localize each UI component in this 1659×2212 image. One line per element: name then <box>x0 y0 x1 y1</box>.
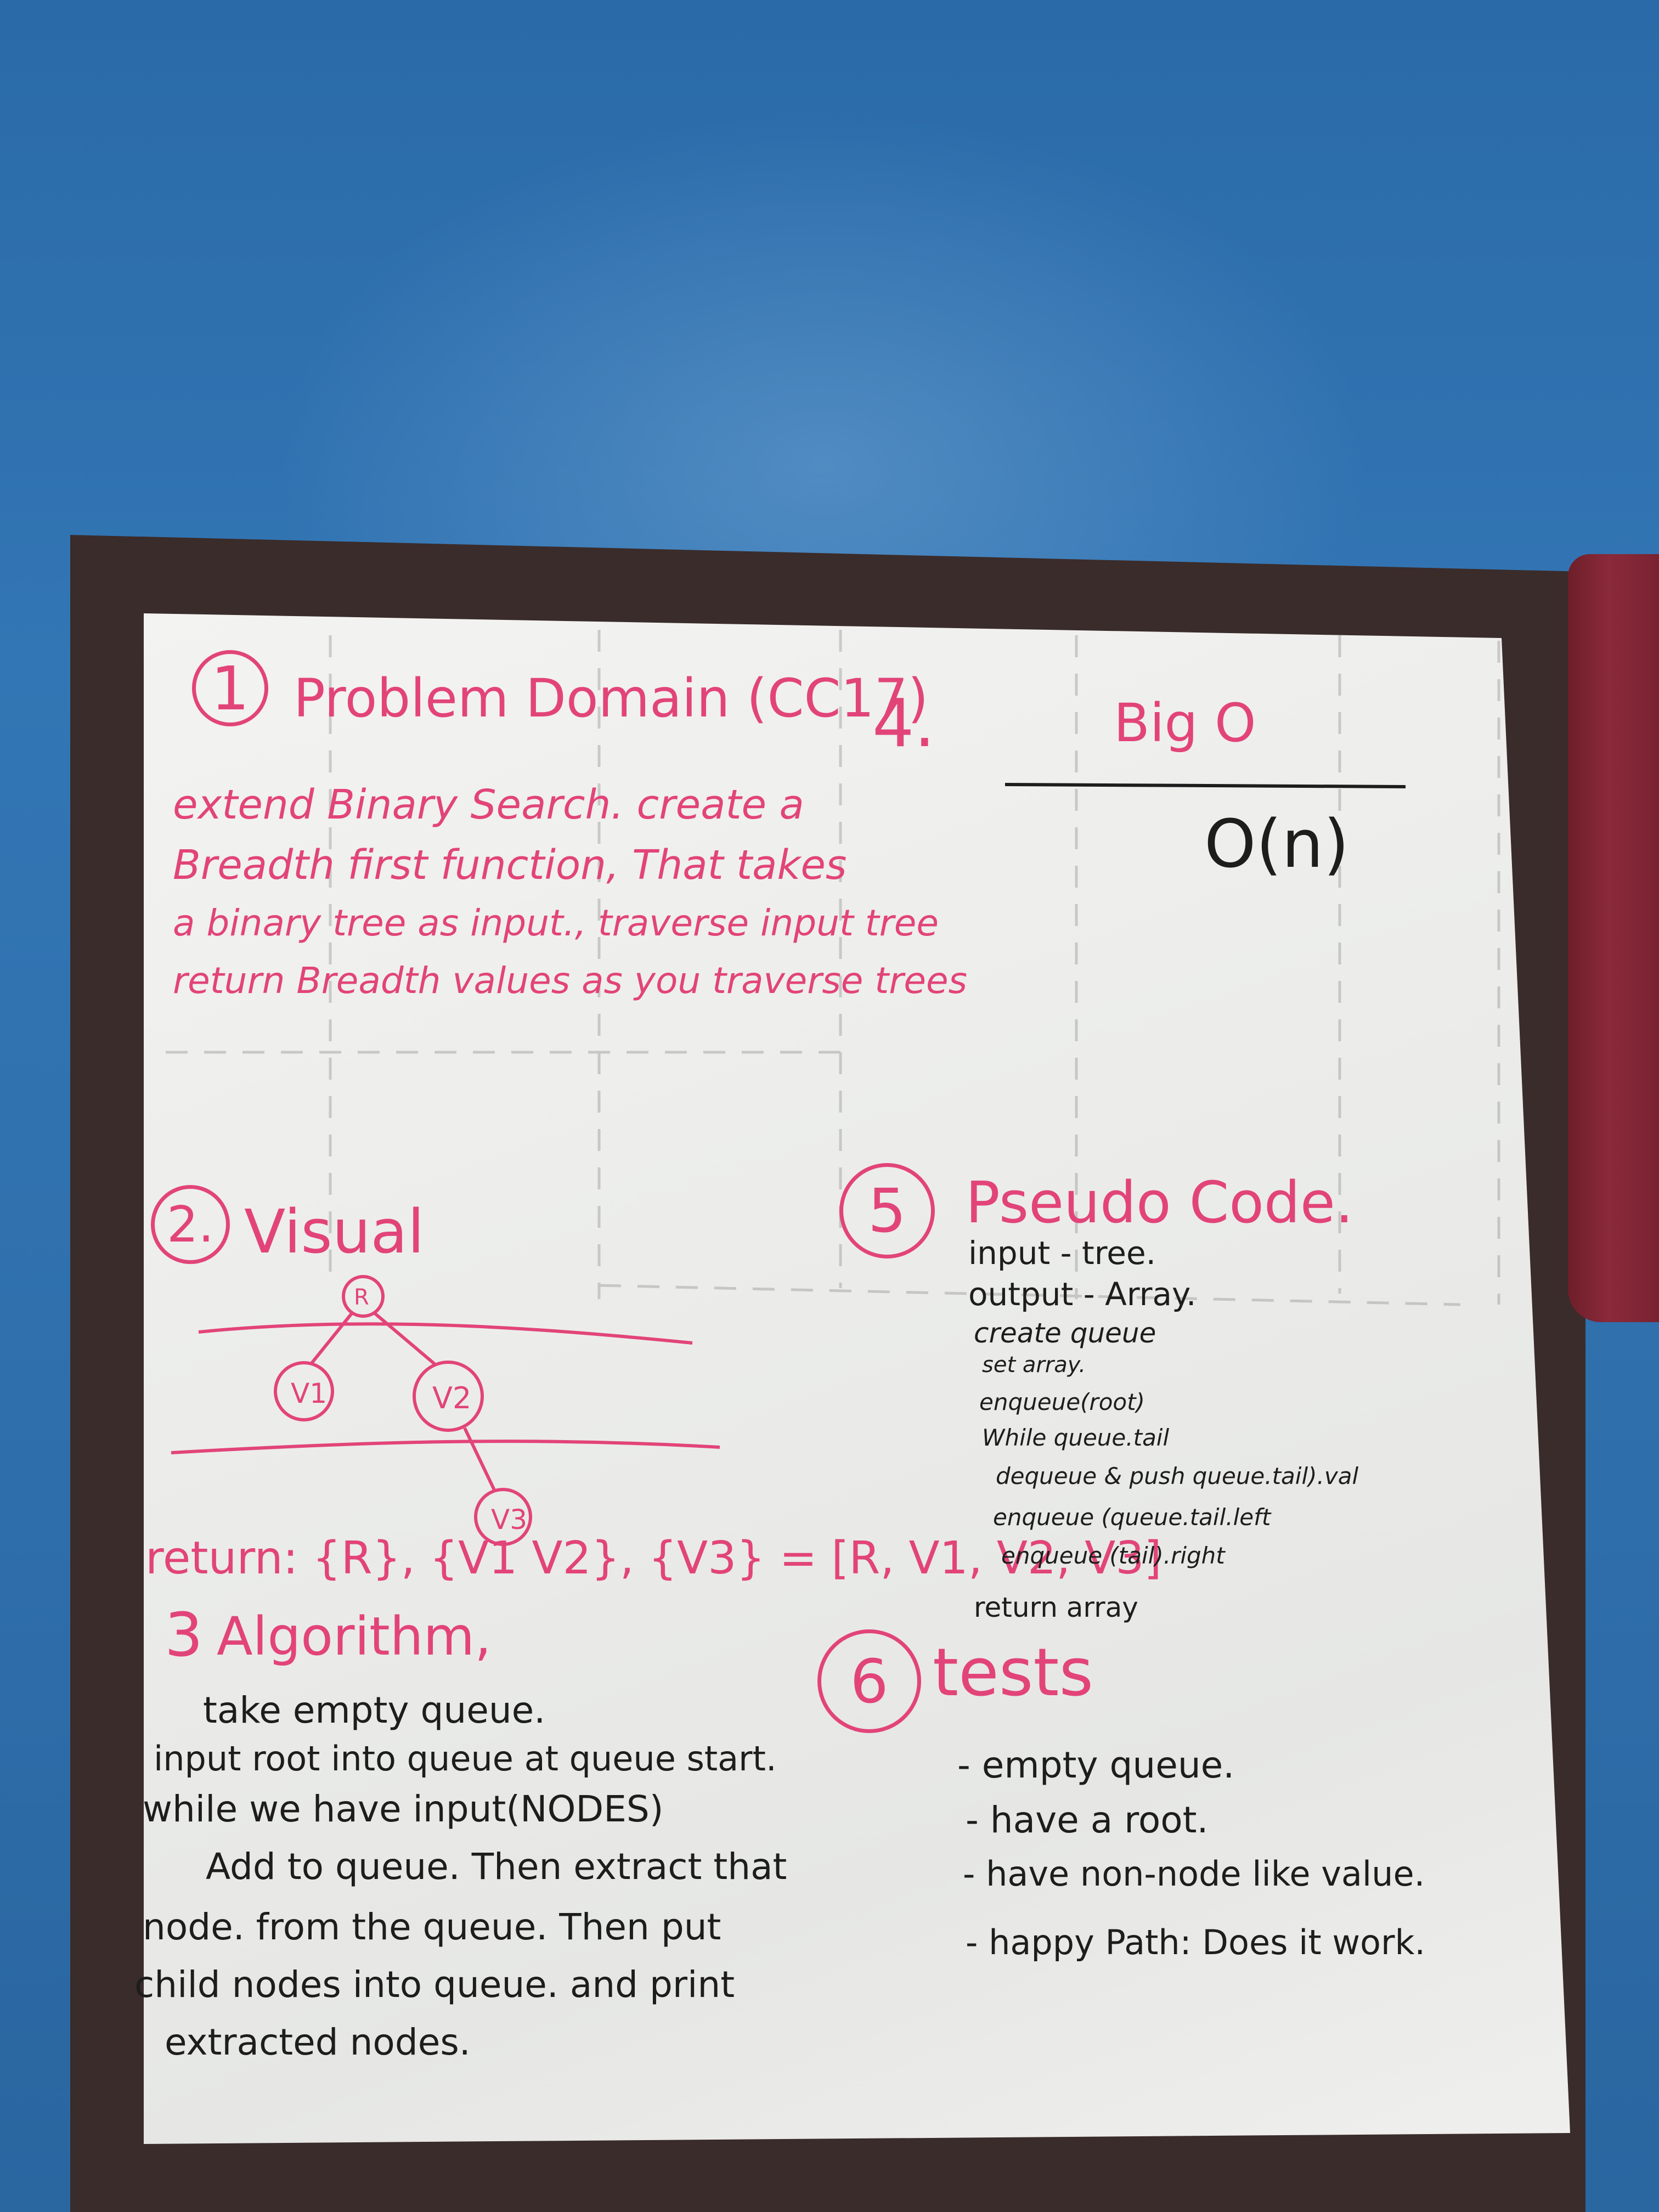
return-expression: return: {R}, {V1 V2}, {V3} = [R, V1, V2,… <box>145 1532 1162 1584</box>
algorithm-line-4: Add to queue. Then extract that <box>206 1846 787 1888</box>
problem-domain-line-1: extend Binary Search. create a <box>173 781 804 828</box>
edge-r-v1 <box>309 1312 354 1365</box>
tests-line-2: - have a root. <box>966 1799 1209 1841</box>
edge-v2-v3 <box>463 1427 496 1492</box>
section-4-number: 4. <box>872 686 935 762</box>
problem-domain-line-4: return Breadth values as you traverse tr… <box>173 960 967 1002</box>
pseudo-line-1: input - tree. <box>968 1234 1156 1272</box>
node-v2-circle <box>413 1361 484 1432</box>
pseudo-line-9: enqueue (tail).right <box>1001 1542 1225 1569</box>
problem-domain-line-2: Breadth first function, That takes <box>173 842 847 889</box>
section-5-number: 5 <box>839 1163 935 1259</box>
node-v1-label: V1 <box>291 1378 328 1409</box>
algorithm-line-1: take empty queue. <box>203 1689 546 1731</box>
big-o-underline <box>1005 783 1406 788</box>
pseudo-line-6: While queue.tail <box>982 1424 1170 1451</box>
section-2-number: 2. <box>151 1185 230 1264</box>
pseudo-line-8: enqueue (queue.tail.left <box>993 1504 1271 1531</box>
level-line-1 <box>198 1322 693 1345</box>
pseudo-line-10: return array <box>974 1592 1138 1623</box>
towel <box>1568 554 1659 1322</box>
tests-line-1: - empty queue. <box>957 1744 1235 1786</box>
node-v3-circle <box>474 1488 532 1546</box>
node-v2-label: V2 <box>432 1381 472 1415</box>
node-v1-circle <box>274 1361 334 1421</box>
level-line-2 <box>171 1440 720 1454</box>
problem-domain-line-3: a binary tree as input., traverse input … <box>173 902 939 944</box>
algorithm-line-2: input root into queue at queue start. <box>154 1739 777 1779</box>
node-r-label: R <box>354 1285 369 1310</box>
whiteboard-surface <box>144 613 1570 2144</box>
pseudo-line-3: create queue <box>974 1317 1156 1349</box>
pseudo-line-4: set array. <box>982 1352 1086 1378</box>
pseudo-line-2: output - Array. <box>968 1276 1197 1313</box>
tests-line-3: - have non-node like value. <box>963 1854 1425 1894</box>
algorithm-line-3: while we have input(NODES) <box>143 1788 664 1830</box>
algorithm-heading: Algorithm, <box>217 1606 492 1667</box>
easel-leg-left <box>121 2140 154 2212</box>
pseudo-line-7: dequeue & push queue.tail).val <box>996 1463 1359 1489</box>
node-v3-label: V3 <box>491 1504 528 1536</box>
algorithm-line-5: node. from the queue. Then put <box>143 1906 721 1948</box>
easel-leg-right <box>1525 2129 1558 2212</box>
tests-heading: tests <box>933 1635 1093 1711</box>
section-3-number: 3 <box>165 1600 203 1670</box>
pseudo-line-5: enqueue(root) <box>979 1389 1145 1415</box>
section-1-number: 1 <box>192 650 268 726</box>
board-drawings <box>166 630 1500 1546</box>
big-o-value: O(n) <box>1204 806 1350 883</box>
problem-domain-heading: Problem Domain (CC17) <box>294 668 929 729</box>
visual-heading: Visual <box>244 1197 425 1267</box>
edge-r-v2 <box>373 1311 436 1365</box>
algorithm-line-6: child nodes into queue. and print <box>134 1963 735 2006</box>
section-6-number: 6 <box>817 1629 921 1733</box>
big-o-heading: Big O <box>1114 692 1256 754</box>
pseudo-code-heading: Pseudo Code. <box>966 1169 1353 1236</box>
tests-line-4: - happy Path: Does it work. <box>966 1922 1426 1962</box>
node-r-circle <box>342 1275 385 1318</box>
algorithm-line-7: extracted nodes. <box>165 2021 471 2063</box>
